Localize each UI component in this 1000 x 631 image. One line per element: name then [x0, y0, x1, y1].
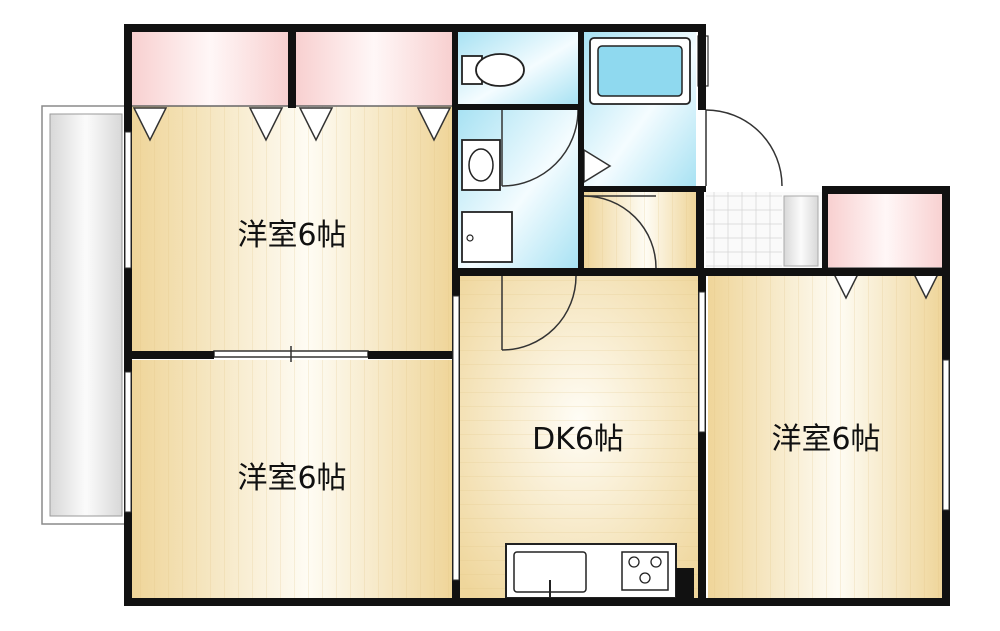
windows — [124, 131, 950, 581]
bathtub-icon — [589, 35, 709, 105]
door-washroom — [501, 109, 579, 187]
entrance — [706, 192, 822, 268]
stove-icon — [621, 551, 669, 591]
label-room-west-lower: 洋室6帖 — [237, 461, 346, 496]
door-hall — [583, 195, 657, 269]
toilet-icon — [461, 53, 525, 87]
door-dk — [501, 275, 577, 351]
closet-west-upper — [132, 32, 452, 142]
label-room-east: 洋室6帖 — [771, 422, 880, 457]
label-room-dk: DK6帖 — [532, 422, 624, 457]
balcony — [41, 105, 127, 525]
hall — [584, 192, 696, 268]
room-west-upper — [132, 106, 452, 354]
door-entrance — [705, 109, 783, 187]
kitchen-counter — [505, 543, 694, 599]
room-east — [708, 276, 944, 598]
label-room-west-upper: 洋室6帖 — [237, 218, 346, 253]
room-west-lower — [132, 360, 452, 598]
washbasin-icon — [461, 139, 501, 191]
washing-machine-space — [461, 211, 513, 263]
sink-icon — [513, 551, 587, 598]
